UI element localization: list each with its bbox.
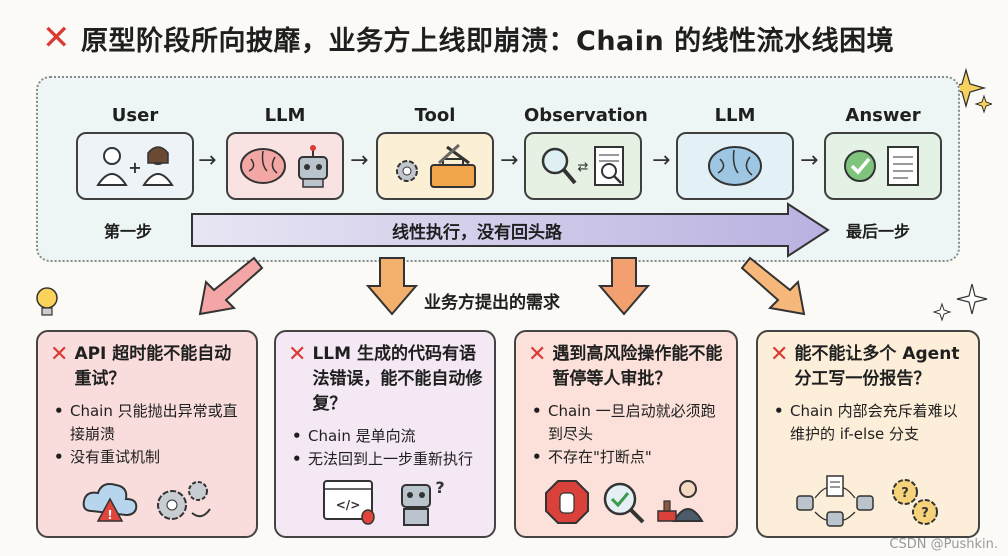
person-stamp-icon bbox=[657, 480, 704, 522]
svg-text:?: ? bbox=[921, 506, 929, 521]
first-step-label: 第一步 bbox=[104, 222, 153, 241]
down-arrow-icon bbox=[597, 257, 651, 316]
requirement-card-autofix: ✕ LLM 生成的代码有语法错误，能不能自动修复？ Chain 是单向流 无法回… bbox=[274, 330, 496, 538]
stop-hand-icon bbox=[545, 480, 589, 524]
card-bullet: Chain 内部会充斥着难以维护的 if-else 分支 bbox=[770, 400, 968, 446]
requirement-card-approval: ✕ 遇到高风险操作能不能暂停等人审批？ Chain 一旦启动就必须跑到尽头 不存… bbox=[514, 330, 738, 538]
svg-text:+: + bbox=[128, 158, 141, 177]
confused-robot-icon: ? bbox=[401, 478, 445, 526]
arrow-right-icon: → bbox=[500, 148, 519, 173]
question-gears-icon: ? ? bbox=[892, 479, 938, 525]
cross-icon: ✕ bbox=[50, 342, 69, 367]
title-text: 原型阶段所向披靡，业务方上线即崩溃：Chain 的线性流水线困境 bbox=[81, 25, 895, 57]
brain-robot-icon bbox=[240, 145, 328, 188]
node-label: LLM bbox=[264, 105, 306, 126]
brain-icon bbox=[708, 146, 762, 186]
card-bullet: Chain 只能抛出异常或直接崩溃 bbox=[50, 400, 246, 446]
down-arrow-icon bbox=[365, 257, 419, 316]
node-label: Tool bbox=[414, 105, 456, 126]
cross-icon: ✕ bbox=[528, 342, 547, 367]
node-llm: LLM bbox=[676, 104, 794, 200]
multi-agent-icon bbox=[796, 475, 874, 527]
node-label: User bbox=[111, 105, 159, 126]
cloud-warning-icon: ! bbox=[82, 483, 138, 522]
card-question: API 超时能不能自动重试？ bbox=[74, 344, 232, 389]
arrow-right-icon: → bbox=[800, 148, 819, 173]
node-label: Observation bbox=[524, 105, 648, 126]
page-title: ✕ 原型阶段所向披靡，业务方上线即崩溃：Chain 的线性流水线困境 bbox=[42, 16, 894, 60]
code-bug-icon: </> bbox=[323, 480, 375, 525]
requirement-card-multi-agent: ✕ 能不能让多个 Agent 分工写一份报告？ Chain 内部会充斥着难以维护… bbox=[756, 330, 980, 538]
card-question: 遇到高风险操作能不能暂停等人审批？ bbox=[552, 344, 723, 389]
linear-execution-label: 线性执行，没有回头路 bbox=[392, 223, 562, 243]
node-observation: Observation ⇄ bbox=[524, 104, 648, 200]
card-bullet: Chain 一旦启动就必须跑到尽头 bbox=[528, 400, 726, 446]
node-user: User + bbox=[76, 104, 194, 200]
toolbox-gear-icon bbox=[396, 143, 476, 188]
magnifier-document-icon: ⇄ bbox=[541, 146, 624, 186]
down-arrow-icon bbox=[198, 256, 264, 316]
requirement-card-retry: ✕ API 超时能不能自动重试？ Chain 只能抛出异常或直接崩溃 没有重试机… bbox=[36, 330, 258, 538]
card-question: 能不能让多个 Agent 分工写一份报告？ bbox=[794, 344, 960, 389]
svg-text:⇄: ⇄ bbox=[578, 160, 589, 175]
cross-icon: ✕ bbox=[770, 342, 789, 367]
last-step-label: 最后一步 bbox=[846, 222, 911, 241]
card-bullet: 无法回到上一步重新执行 bbox=[288, 448, 484, 471]
arrow-right-icon: → bbox=[350, 148, 369, 173]
svg-text:?: ? bbox=[901, 486, 909, 501]
down-arrow-icon bbox=[740, 256, 806, 316]
sparkle-icon bbox=[932, 283, 988, 322]
watermark: CSDN @Pushkin. bbox=[889, 537, 998, 552]
cross-icon: ✕ bbox=[288, 342, 307, 367]
node-llm: LLM bbox=[226, 104, 344, 200]
arrow-right-icon: → bbox=[198, 148, 217, 173]
svg-text:!: ! bbox=[107, 508, 112, 522]
check-document-icon bbox=[844, 146, 919, 186]
arrow-right-icon: → bbox=[652, 148, 671, 173]
svg-text:</>: </> bbox=[336, 498, 361, 512]
svg-text:?: ? bbox=[435, 478, 444, 497]
linear-execution-arrow bbox=[191, 202, 830, 258]
card-bullet: Chain 是单向流 bbox=[288, 425, 484, 448]
gears-icon bbox=[157, 481, 211, 520]
lightbulb-icon bbox=[36, 287, 58, 316]
users-icon: + bbox=[96, 146, 174, 186]
magnifier-check-icon bbox=[603, 482, 645, 524]
requirements-label: 业务方提出的需求 bbox=[424, 293, 560, 313]
node-label: Answer bbox=[845, 105, 921, 126]
card-question: LLM 生成的代码有语法错误，能不能自动修复？ bbox=[312, 344, 483, 414]
card-bullet: 不存在"打断点" bbox=[528, 446, 726, 469]
cross-icon: ✕ bbox=[42, 18, 71, 58]
node-tool: Tool bbox=[376, 104, 494, 200]
node-label: LLM bbox=[714, 105, 756, 126]
card-bullet: 没有重试机制 bbox=[50, 446, 246, 469]
node-answer: Answer bbox=[824, 104, 942, 200]
